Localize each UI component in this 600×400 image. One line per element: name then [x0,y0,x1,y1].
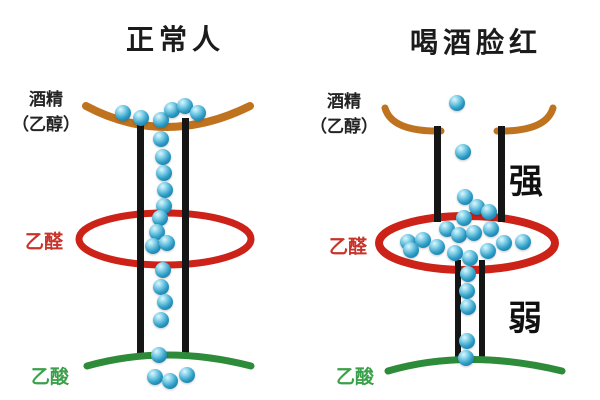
molecule-ball [177,98,193,114]
left-title: 正常人 [126,25,226,56]
molecule-ball [155,149,171,165]
molecule-ball [403,242,419,258]
molecule-ball [190,105,206,121]
molecule-ball [159,235,175,251]
right-acetaldehyde-label: 乙醛 [329,237,368,258]
molecule-ball [459,333,475,349]
left-alcohol-label-line2: （乙醇） [12,114,80,134]
molecule-ball [153,112,169,128]
molecule-ball [483,221,499,237]
right-lower-tube-wall-right [479,260,485,357]
molecule-ball [155,262,171,278]
right-upper-tube-wall-left [434,126,441,222]
molecule-ball [451,227,467,243]
molecule-ball [162,373,178,389]
right-alcohol-label-line1: 酒精 [327,92,361,111]
molecule-ball [460,266,476,282]
molecule-ball [449,95,465,111]
molecule-ball [157,182,173,198]
left-tube-wall-left [137,118,144,354]
molecule-ball [515,234,531,250]
left-acetaldehyde-label: 乙醛 [25,232,64,253]
molecule-ball [459,283,475,299]
right-funnel-left-wing [381,104,445,135]
molecule-ball [415,232,431,248]
molecule-ball [153,312,169,328]
molecule-ball [496,235,512,251]
right-alcohol-label: 酒精 （乙醇） [304,90,384,139]
molecule-ball [429,239,445,255]
molecule-ball [460,299,476,315]
molecule-ball [480,243,496,259]
right-funnel-right-wing [493,104,557,135]
left-tube-wall-right [182,118,189,354]
right-alcohol-label-line2: （乙醇） [310,116,378,136]
molecule-ball [147,369,163,385]
left-acetate-base [83,351,255,370]
molecule-ball [153,131,169,147]
molecule-ball [179,367,195,383]
right-lower-tube-wall-left [455,260,461,357]
strong-enzyme-label: 强 [509,164,543,201]
right-title: 喝酒脸红 [410,28,543,59]
molecule-ball [151,347,167,363]
molecule-ball [447,245,463,261]
molecule-ball [458,350,474,366]
right-upper-tube-wall-right [498,126,505,222]
molecule-ball [153,279,169,295]
molecule-ball [456,210,472,226]
molecule-ball [156,165,172,181]
molecule-ball [157,294,173,310]
left-acetate-label: 乙酸 [31,367,70,388]
molecule-ball [115,105,131,121]
molecule-ball [481,204,497,220]
molecule-ball [133,110,149,126]
left-alcohol-label: 酒精 （乙醇） [6,88,86,137]
right-acetate-label: 乙酸 [336,367,375,388]
left-alcohol-funnel [82,102,254,131]
weak-enzyme-label: 弱 [508,301,542,338]
molecule-ball [152,210,168,226]
molecule-ball [457,189,473,205]
molecule-ball [164,102,180,118]
molecule-ball [466,225,482,241]
molecule-ball [462,250,478,266]
molecule-ball [145,238,161,254]
left-alcohol-label-line1: 酒精 [29,90,63,109]
molecule-ball [455,144,471,160]
